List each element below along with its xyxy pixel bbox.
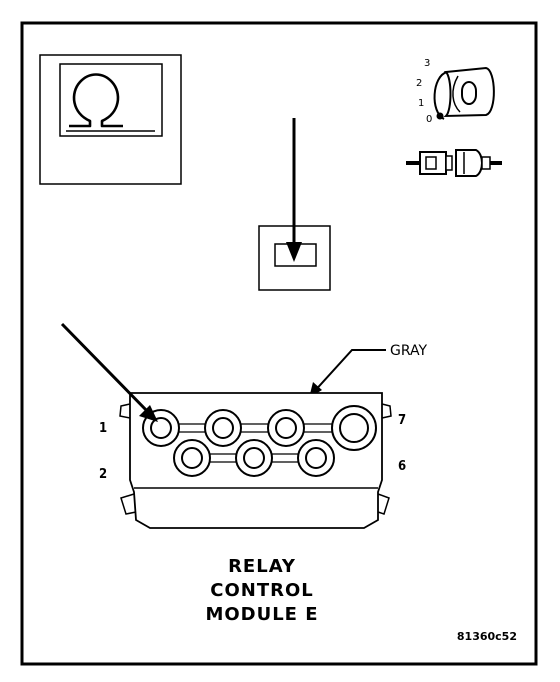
cavity-top-2 — [204, 409, 242, 447]
pin-label-1: 1 — [99, 421, 107, 436]
cavity-7 — [331, 405, 377, 451]
cavity-6 — [297, 439, 335, 477]
figure-code: 81360c52 — [457, 630, 517, 643]
pin-label-2: 2 — [99, 467, 107, 482]
ignition-key-icon: 3 2 1 0 — [416, 58, 495, 125]
probe-arrow-pin1 — [60, 322, 158, 422]
gray-callout: GRAY — [309, 343, 427, 398]
connector-color-label: GRAY — [390, 343, 427, 359]
probe-lead-icon — [258, 118, 331, 291]
ignition-pos-2: 2 — [416, 78, 422, 89]
cavity-top-3 — [267, 409, 305, 447]
title-line-2: CONTROL — [210, 580, 314, 601]
relay-connector — [119, 392, 392, 529]
title-line-1: RELAY — [228, 556, 296, 577]
ignition-pos-3: 3 — [424, 58, 430, 69]
pin-label-7: 7 — [398, 413, 406, 428]
title-line-3: MODULE E — [205, 604, 318, 625]
pin-label-6: 6 — [398, 459, 406, 474]
ignition-pos-1: 1 — [418, 98, 424, 109]
connector-disconnect-icon — [406, 149, 502, 177]
ignition-pos-0: 0 — [426, 114, 432, 125]
cavity-2 — [173, 439, 211, 477]
outer-border — [20, 21, 538, 666]
ohmmeter-icon — [39, 54, 182, 185]
cavity-bottom-2 — [235, 439, 273, 477]
